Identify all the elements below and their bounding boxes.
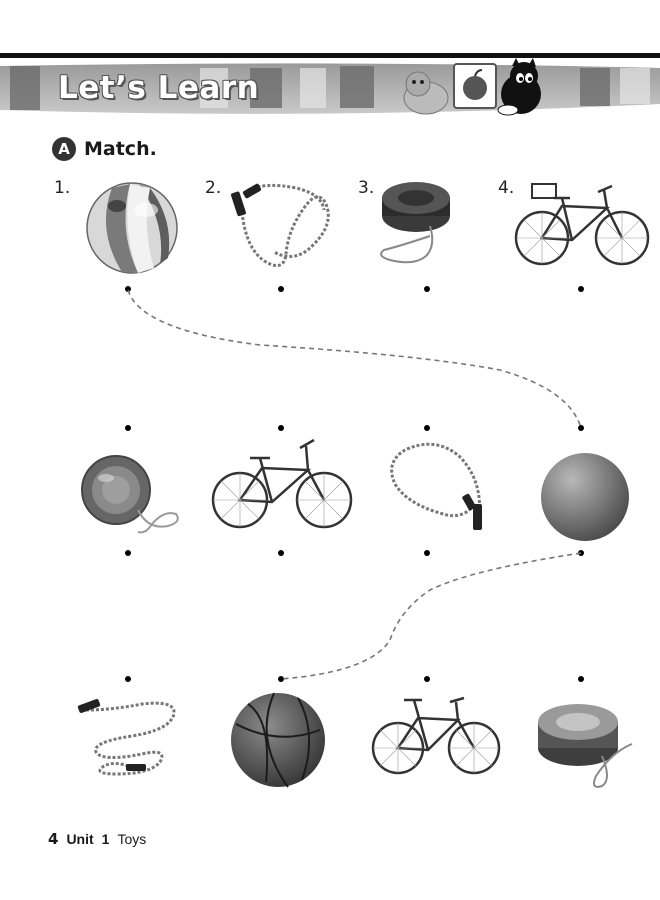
jump-rope-image: [390, 442, 482, 530]
unit-label: Unit: [66, 831, 94, 847]
item-number-1: 1.: [54, 178, 71, 198]
match-dot-top-4[interactable]: [578, 286, 584, 292]
match-dot-top-2[interactable]: [278, 286, 284, 292]
match-dot-middle-4-top[interactable]: [578, 425, 584, 431]
unit-title: Toys: [117, 831, 147, 847]
top-rule: [0, 53, 660, 58]
yo-yo-image: [81, 455, 179, 534]
item-number-4: 4.: [498, 178, 515, 198]
yo-yo-image: [380, 182, 450, 264]
section-heading: A Match.: [52, 136, 157, 162]
match-dot-middle-3-bottom[interactable]: [424, 550, 430, 556]
basketball-image: [231, 692, 325, 788]
match-line-ball-bottom: [280, 552, 582, 680]
yo-yo-image: [538, 704, 633, 788]
page-title: Let’s Learn: [58, 70, 260, 106]
jump-rope-image: [231, 183, 330, 268]
match-dot-bottom-2[interactable]: [278, 676, 284, 682]
jump-rope-image: [77, 699, 176, 776]
match-dot-bottom-1[interactable]: [125, 676, 131, 682]
unit-number: 1: [101, 831, 110, 847]
match-dot-middle-2-top[interactable]: [278, 425, 284, 431]
item-number-3: 3.: [358, 178, 375, 198]
item-number-2: 2.: [205, 178, 222, 198]
ball-image: [541, 453, 629, 541]
bicycle-image: [211, 438, 353, 529]
beach-ball-image: [86, 182, 178, 274]
mascot-illustration: [403, 58, 541, 116]
page-number: 4: [48, 830, 59, 848]
match-dot-bottom-4[interactable]: [578, 676, 584, 682]
match-dot-middle-1-top[interactable]: [125, 425, 131, 431]
match-dot-top-1[interactable]: [125, 286, 131, 292]
page-footer: 4 Unit 1 Toys: [48, 830, 146, 848]
section-badge: A: [52, 137, 76, 161]
section-title: Match.: [84, 138, 157, 160]
match-dot-bottom-3[interactable]: [424, 676, 430, 682]
match-dot-middle-3-top[interactable]: [424, 425, 430, 431]
match-dot-middle-2-bottom[interactable]: [278, 550, 284, 556]
bicycle-image: [371, 696, 501, 775]
match-line-ball-top: [127, 289, 582, 429]
bicycle-image: [514, 183, 650, 266]
match-dot-top-3[interactable]: [424, 286, 430, 292]
match-dot-middle-1-bottom[interactable]: [125, 550, 131, 556]
